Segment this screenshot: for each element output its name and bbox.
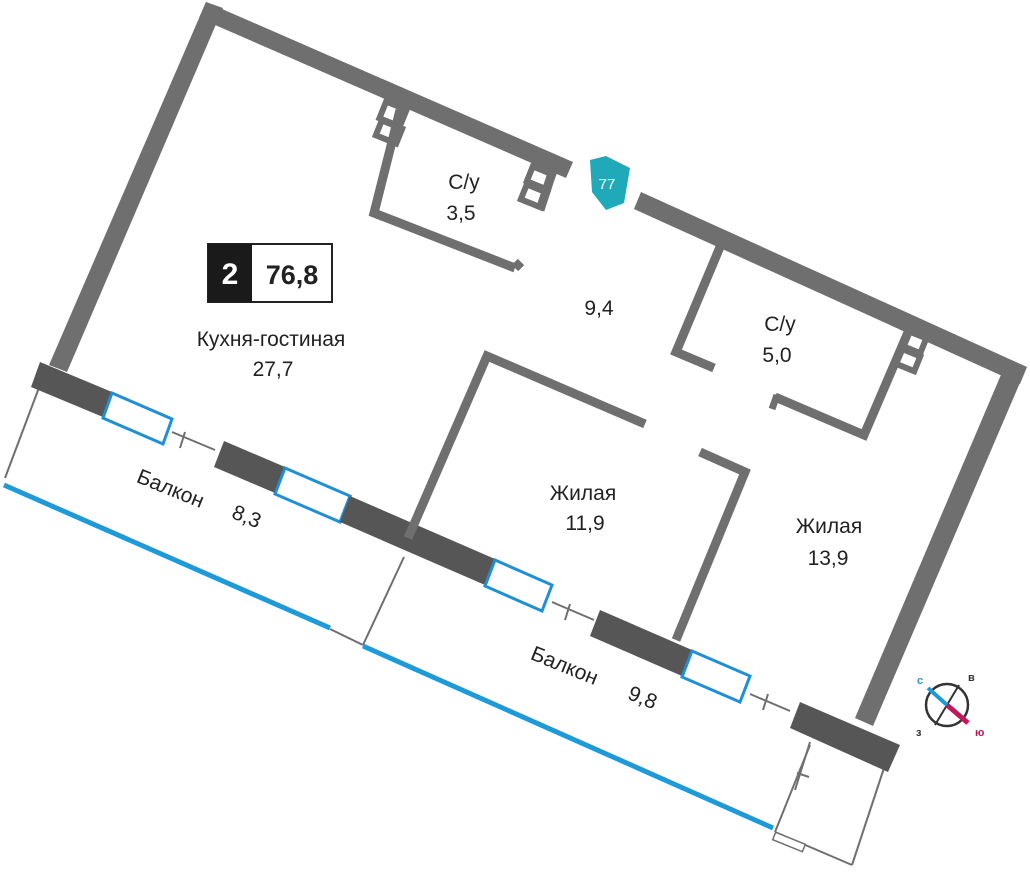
- window: [483, 557, 554, 614]
- room-name: С/у: [764, 313, 796, 336]
- window: [680, 649, 752, 704]
- window: [101, 390, 174, 447]
- room-area: 27,7: [253, 358, 294, 381]
- compass-south: ю: [975, 727, 984, 739]
- compass-north: с: [917, 675, 923, 687]
- apartment-badge: 2 76,8: [207, 243, 333, 303]
- interior-walls: [368, 97, 931, 642]
- room-area: 8,3: [229, 501, 265, 533]
- compass-west: з: [916, 727, 922, 739]
- room-area: 13,9: [808, 547, 849, 570]
- room-labels: С/у 3,5 9,4 С/у 5,0 Кухня-гостиная 27,7 …: [133, 171, 862, 714]
- room-area: 9,8: [625, 682, 661, 714]
- rooms-count: 2: [222, 258, 239, 291]
- facade-wall: [31, 362, 900, 791]
- room-name: Балкон: [527, 642, 601, 690]
- room-name: Жилая: [550, 482, 616, 505]
- room-area: 9,4: [584, 297, 614, 320]
- outer-walls: [49, 2, 1027, 726]
- room-name: Жилая: [796, 515, 862, 538]
- entrance-number: 77: [599, 176, 616, 193]
- compass-east: в: [968, 672, 975, 684]
- room-area: 3,5: [446, 202, 475, 225]
- room-name: Кухня-гостиная: [197, 328, 346, 351]
- compass: с в ю з: [916, 672, 984, 739]
- room-name: С/у: [448, 171, 480, 194]
- room-area: 11,9: [565, 512, 604, 535]
- entrance-marker: 77: [590, 156, 630, 210]
- room-area: 5,0: [762, 344, 791, 367]
- total-area: 76,8: [266, 260, 319, 290]
- room-name: Балкон: [133, 465, 207, 513]
- window: [273, 466, 352, 524]
